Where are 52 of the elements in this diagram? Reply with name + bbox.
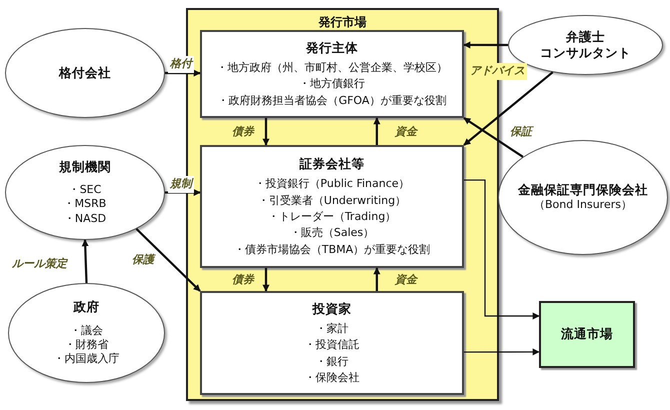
node-text: ・債券市場協会（TBMA）が重要な役割 <box>234 242 430 257</box>
panel-title: 発行市場 <box>317 14 368 31</box>
edge-label: 規制 <box>168 176 194 192</box>
node-heading: 政府 <box>74 299 100 316</box>
node-heading: 投資家 <box>312 300 352 318</box>
node-text: ・NASD <box>64 212 106 226</box>
arrow <box>136 228 201 292</box>
arrow <box>463 71 554 146</box>
node-text: ・投資信託 <box>304 338 360 353</box>
node-text: ・地方政府（州、市町村、公営企業、学校区） <box>216 61 448 76</box>
node-text: ・銀行 <box>316 354 348 369</box>
arrow <box>262 118 270 146</box>
arrow <box>373 267 380 291</box>
node-text: 弁護士 <box>566 28 605 45</box>
secondary-market-box <box>539 301 635 368</box>
investor-box <box>200 291 464 395</box>
arrow <box>464 348 540 356</box>
node-text: ・MSRB <box>64 197 106 212</box>
node-text: ・家計 <box>316 322 348 336</box>
node-text: ・保険会社 <box>304 370 360 386</box>
node-text: 格付会社 <box>59 64 111 82</box>
node-heading: 証券会社等 <box>300 156 364 172</box>
securities-box <box>200 145 464 268</box>
edge-label: 資金 <box>393 124 419 140</box>
node-text: ・販売（Sales） <box>290 226 374 241</box>
node-text: ・トレーダー（Trading） <box>268 210 396 224</box>
node-text: ・政府財務担当者協会（GFOA）が重要な役割 <box>218 94 446 108</box>
edge-label: 資金 <box>393 272 419 288</box>
node-text: ・財務省 <box>64 338 108 352</box>
node-text: 流通市場 <box>561 326 613 343</box>
node-heading: 発行主体 <box>306 40 358 56</box>
arrow <box>464 179 540 320</box>
arrow <box>463 41 508 48</box>
arrow <box>165 70 201 77</box>
arrow <box>165 188 201 196</box>
node-text: ・内国歳入庁 <box>54 352 120 367</box>
arrow <box>463 117 524 158</box>
node-text: ・投資銀行（Public Finance） <box>254 177 410 192</box>
node-text: ・引受業者（Underwriting） <box>258 194 406 208</box>
node-text: 金融保証専門保険会社 <box>518 182 648 198</box>
node-text: （Bond Insurers） <box>534 198 632 213</box>
node-text: ・SEC <box>68 183 102 198</box>
arrow <box>373 117 380 145</box>
node-text: ・地方債銀行 <box>299 77 365 92</box>
arrow <box>262 268 270 292</box>
node-text: コンサルタント <box>540 45 631 62</box>
node-heading: 規制機関 <box>59 158 111 176</box>
edge-label: 格付 <box>168 56 194 72</box>
issuer-box <box>200 30 464 118</box>
node-text: ・議会 <box>70 324 103 338</box>
edge-label: アドバイス <box>468 63 527 80</box>
arrow <box>82 239 89 284</box>
